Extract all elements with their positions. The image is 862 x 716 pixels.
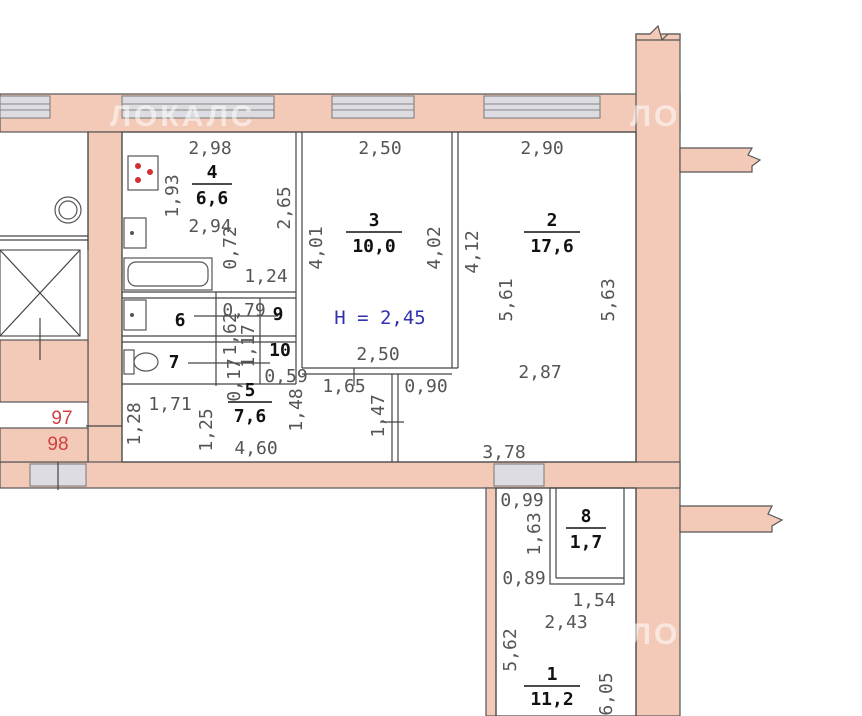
kitchen-sink-icon [123,217,147,249]
partitions [0,131,637,716]
dim-c-154: 1,54 [572,590,615,611]
dim-c-562: 5,62 [500,628,521,671]
room-area: 10,0 [352,236,395,257]
watermark-1: ЛОКАЛС [110,100,255,133]
room-area: 6,6 [196,188,229,209]
room-number: 8 [581,506,592,527]
room-label-1: 1 11,2 [524,664,580,710]
dim-r5-090: 0,90 [404,376,447,397]
watermark-3: ЛОКАЛС [630,618,775,651]
dim-c-089: 0,89 [502,568,545,589]
unit-number-97: 97 [51,408,72,429]
room-number-10: 10 [269,340,291,361]
dim-117: 1,17 [238,324,259,367]
dim-r4-mid: 2,94 [188,216,231,237]
dim-r5-128: 1,28 [124,402,145,445]
wall-break-top [635,24,681,42]
wall-stub-lower [679,505,784,533]
dim-r4-top: 2,98 [188,138,231,159]
dim-c-243: 2,43 [544,612,587,633]
ceiling-height-label: H = 2,45 [334,307,426,329]
window-2 [121,95,275,119]
dim-r2-left: 4,12 [462,230,483,273]
dim-r4-side: 1,93 [162,174,183,217]
dim-r3-left: 4,01 [306,226,327,269]
dim-r5-125: 1,25 [196,408,217,451]
dim-059: 0,59 [264,366,307,387]
window-6 [493,463,545,487]
room-label-2: 2 17,6 [524,210,580,257]
room-number: 5 [245,380,256,401]
round-fixture-icon [54,196,82,224]
room-number: 1 [547,664,558,685]
dim-r2-right: 5,63 [598,278,619,321]
stove-icon [127,155,159,191]
dim-124: 1,24 [244,266,287,287]
dim-r5-165: 1,65 [322,376,365,397]
dim-r5-147: 1,47 [368,394,389,437]
dim-c-605: 6,05 [596,672,617,715]
wall-left-stub-2 [0,427,89,463]
wall-left-stub [0,339,89,403]
room-number-9: 9 [273,304,284,325]
dim-r3-bottom: 2,50 [356,344,399,365]
dim-r3-right: 4,02 [424,226,445,269]
partition-corridor [485,487,497,716]
dim-072: 0,72 [220,226,241,269]
room-label-8: 8 1,7 [566,506,606,553]
window-3 [331,95,415,119]
room-area: 7,6 [234,406,267,427]
room-area: 1,7 [570,532,603,553]
dim-r2-top: 2,90 [520,138,563,159]
bathtub-icon [123,257,213,291]
interior-wall-bottom [0,461,681,489]
interior-wall-left [87,131,123,471]
dim-r5-460: 4,60 [234,438,277,459]
exterior-wall-right [635,33,681,716]
dim-148: 1,48 [286,388,307,431]
window-4 [483,95,601,119]
room-label-4: 4 6,6 [192,162,232,209]
dim-162: 1,62 [220,312,241,355]
elevator-shaft-icon [0,249,81,360]
dim-c-378: 3,78 [482,442,525,463]
room-label-3: 3 10,0 [346,210,402,257]
dim-r3-top: 2,50 [358,138,401,159]
dim-c-163: 1,63 [524,512,545,555]
room-number-7: 7 [169,352,180,373]
dim-c-099: 0,99 [500,490,543,511]
wall-stub-upper [679,147,762,173]
dimension-labels: 2,98 1,93 2,94 2,65 2,50 4,01 4,02 2,50 … [124,138,619,716]
window-1 [0,95,51,119]
room-area: 11,2 [530,689,573,710]
room-area: 17,6 [530,236,573,257]
dim-r2-bottom: 2,87 [518,362,561,383]
dim-017: 0,17 [224,358,245,401]
unit-number-98: 98 [47,434,68,455]
dim-r2-mid: 5,61 [496,278,517,321]
room-number: 3 [369,210,380,231]
dim-r4-right: 2,65 [274,186,295,229]
room-label-5: 5 7,6 [228,380,272,427]
dim-r5-171: 1,71 [148,394,191,415]
toilet-icon [123,349,159,375]
dim-079: 0,79 [222,300,265,321]
watermark-2: ЛОКАЛС [630,100,775,133]
room-number: 2 [547,210,558,231]
room-number: 4 [207,162,218,183]
washbasin-icon [123,299,147,331]
room-number-6: 6 [175,310,186,331]
